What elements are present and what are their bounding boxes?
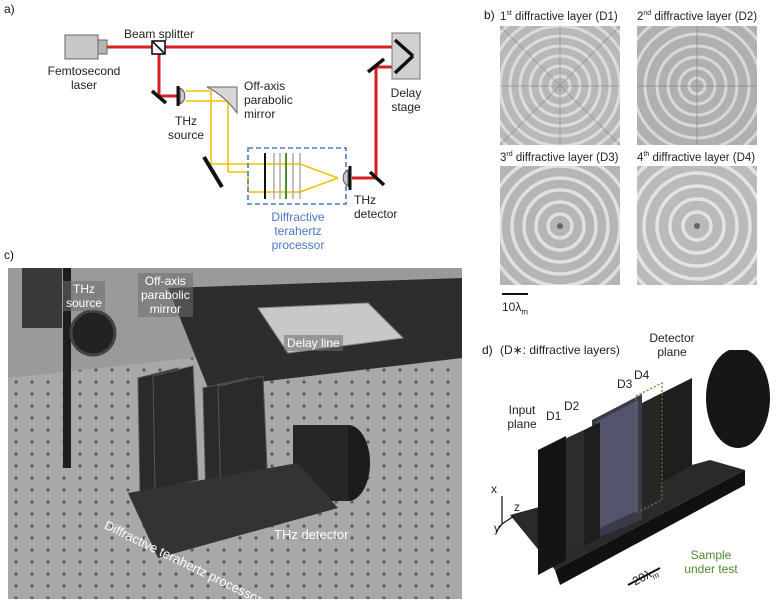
thz-source-icon [176,86,186,106]
layer-title-2: 2nd diffractive layer (D2) [637,10,758,23]
label-input-plane: Input plane [507,403,537,431]
axis-arrows [495,496,515,533]
femtosecond-laser-icon [64,34,108,60]
label-sample-under-test: Sample under test [684,548,738,576]
mirror-icon [202,155,224,189]
photo-label-off-axis-mirror: Off-axis parabolic mirror [138,273,193,317]
diffractive-layer-d3-image [500,166,620,285]
label-d2: D2 [564,399,580,413]
label-d3: D3 [617,377,633,391]
thz-detector-icon [342,166,352,190]
diffractive-layer-d2-image [637,26,757,145]
label-femtosecond-laser: Femtosecond laser [47,64,121,92]
mirror-icon [150,89,168,105]
beam-splitter-icon [151,40,166,55]
photo-label-thz-detector: THz detector [274,527,349,542]
axis-label-y: y [494,521,500,535]
photo-label-thz-source: THz source [63,281,106,311]
processor-box [247,147,347,205]
label-d4: D4 [634,368,650,382]
processor-layers [264,153,301,199]
scale-bar-b [502,293,528,295]
thz-beam-path [186,90,339,193]
layer-title-1: 1st diffractive layer (D1) [500,10,618,23]
mirror-icon [368,170,386,187]
diffractive-layer-d1-image [500,26,620,145]
axis-label-x: x [491,482,497,496]
render-legend: (D∗: diffractive layers) [500,343,620,357]
layer-title-4: 4th diffractive layer (D4) [637,151,756,164]
label-thz-detector: THz detector [354,193,398,221]
panel-label-c: c) [4,248,14,262]
diffractive-layer-d4-image [637,166,757,285]
layer-title-3: 3rd diffractive layer (D3) [500,151,619,164]
mirror-icon [366,57,386,74]
parabolic-mirror-icon [206,86,238,115]
scale-bar-d [627,567,661,586]
label-beam-splitter: Beam splitter [124,27,195,41]
label-processor: Diffractive terahertz processor [271,210,325,252]
panel-label-d: d) [482,343,493,357]
label-delay-stage: Delay stage [390,86,422,114]
setup-photo [8,268,462,599]
processor-render [495,350,770,586]
scale-bar-b-label: 10λm [502,300,529,317]
label-thz-source: THz source [167,114,205,142]
label-d1: D1 [546,409,562,423]
setup-schematic [64,32,421,205]
axis-label-z: z [514,500,520,514]
label-detector-plane: Detector plane [649,331,695,359]
label-off-axis-mirror: Off-axis parabolic mirror [244,79,293,121]
delay-stage-icon [391,32,421,80]
panel-label-b: b) [484,8,495,22]
photo-label-delay-line: Delay line [284,335,343,351]
panel-label-a: a) [4,2,15,16]
